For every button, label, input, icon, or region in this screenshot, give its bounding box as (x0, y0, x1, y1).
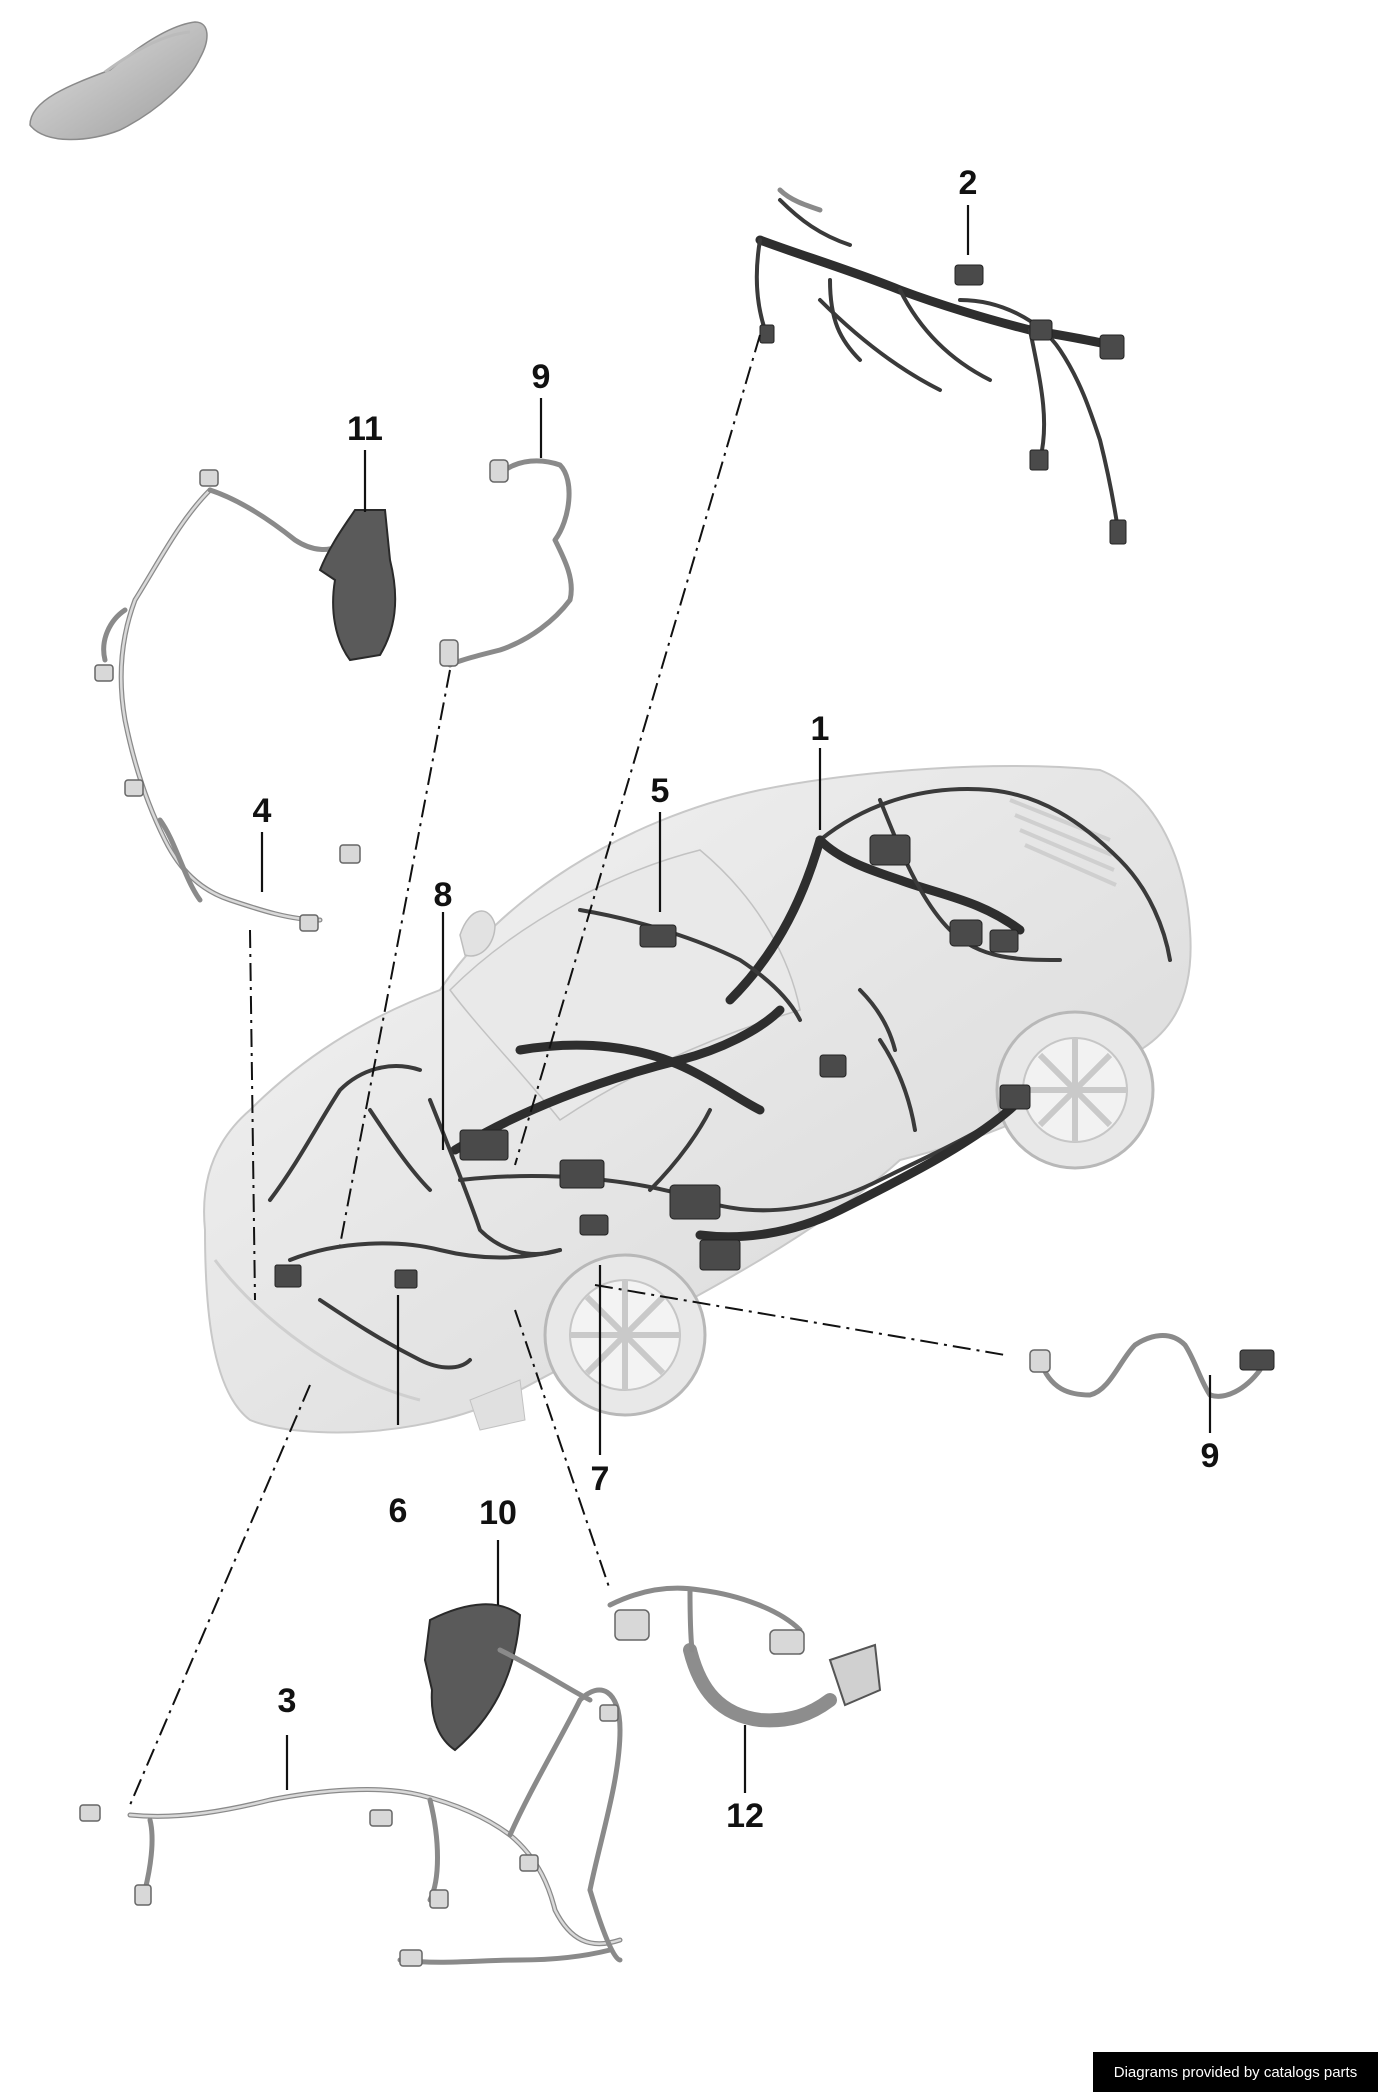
callout-12: 12 (726, 1797, 764, 1835)
harness-12 (607, 1585, 882, 1728)
callout-6: 6 (389, 1492, 408, 1530)
relay-bracket-10 (423, 1603, 593, 1752)
front-wheel (543, 1253, 707, 1417)
dashboard-harness (754, 187, 1127, 545)
callout-4: 4 (253, 792, 272, 830)
callout-2: 2 (959, 164, 978, 202)
callout-1: 1 (811, 710, 830, 748)
engine-cover-vents (1009, 798, 1117, 887)
callout-11: 11 (347, 410, 383, 448)
callout-9-top: 9 (532, 358, 551, 396)
sensor-lead-9-top (439, 458, 574, 668)
front-bumper-harness (79, 1687, 623, 1967)
callout-7: 7 (591, 1460, 610, 1498)
main-harness-assembly (268, 787, 1172, 1370)
attribution-footer: Diagrams provided by catalogs parts (1093, 2052, 1378, 2092)
callout-8: 8 (434, 876, 453, 914)
callout-9-right: 9 (1201, 1437, 1220, 1475)
bracket-11 (318, 509, 397, 662)
callout-5: 5 (651, 772, 670, 810)
leader-lines (260, 205, 1212, 1793)
callout-3: 3 (278, 1682, 297, 1720)
vehicle-thumbnail (29, 21, 208, 141)
callout-10: 10 (479, 1494, 517, 1532)
sensor-lead-9-right (1029, 1333, 1275, 1399)
vehicle-body (203, 765, 1192, 1434)
door-harness-4 (94, 469, 361, 932)
attribution-text: Diagrams provided by catalogs parts (1113, 2063, 1358, 2081)
reference-lines (129, 334, 1006, 1806)
callout-labels: 1 2 3 4 5 6 7 8 9 9 10 11 12 (253, 164, 1220, 1835)
rear-wheel (995, 1010, 1155, 1170)
